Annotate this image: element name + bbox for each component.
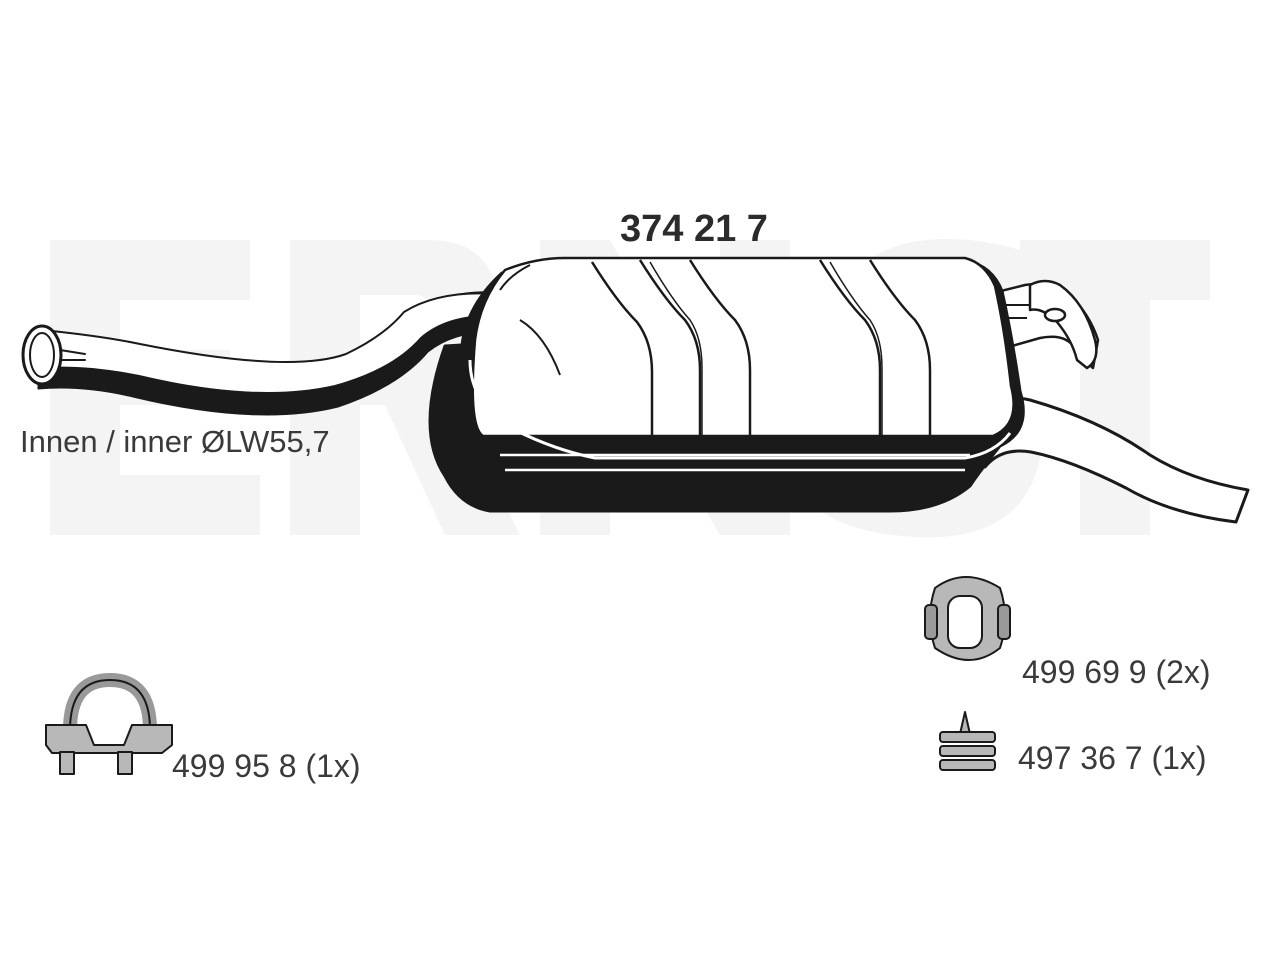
rubber-mount-label: 497 36 7 (1x): [1018, 740, 1207, 776]
rubber-mount-icon: [939, 711, 996, 771]
flange-bracket: [983, 279, 1100, 370]
pipe-clamp-icon: [45, 673, 173, 775]
inner-diameter-label: Innen / inner ØLW55,7: [20, 424, 330, 459]
outlet-pipe: [983, 397, 1250, 524]
pipe-clamp-label: 499 95 8 (1x): [172, 748, 361, 784]
silencer-body: [428, 256, 1025, 513]
part-number-label: 374 21 7: [620, 208, 768, 250]
rubber-hanger-label: 499 69 9 (2x): [1022, 654, 1211, 690]
rubber-hanger-icon: [924, 576, 1011, 661]
